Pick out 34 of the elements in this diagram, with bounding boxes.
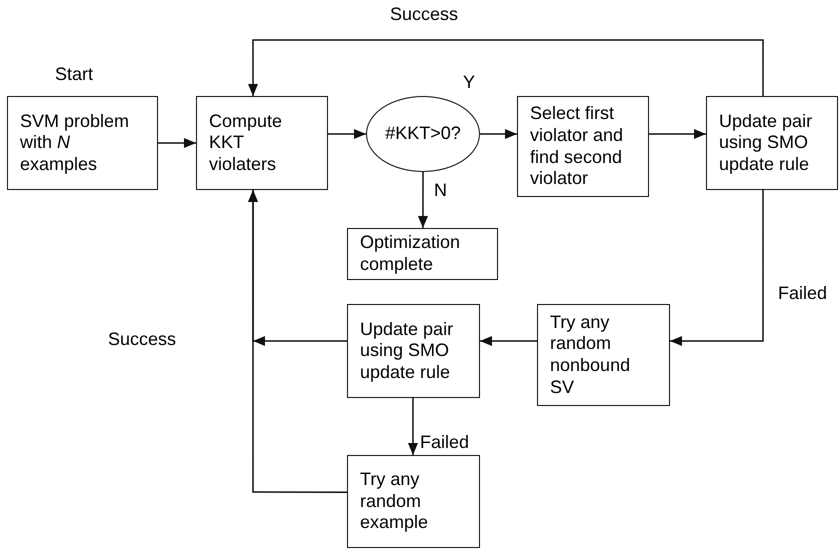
arrow (328, 129, 366, 139)
node-text: Update pair using SMO update rule (719, 110, 814, 176)
node-text: Try any random nonbound SV (550, 312, 632, 398)
process-box (517, 96, 649, 197)
arrow (480, 336, 537, 346)
node-text: Try any random example (360, 469, 430, 534)
process-box (347, 455, 480, 548)
edge-label: Success (108, 329, 176, 351)
edge-label: Y (463, 72, 476, 94)
process-box (706, 96, 838, 190)
arrow (158, 138, 196, 148)
process-box (537, 304, 670, 406)
node-text: Update pair using SMO update rule (360, 318, 454, 384)
arrow (418, 172, 428, 228)
edge-label: N (434, 180, 447, 202)
arrow (408, 398, 418, 455)
edge-label: Failed (420, 432, 470, 454)
start-label: Start (55, 64, 94, 86)
node-text: Compute KKT violaters (209, 110, 284, 176)
node-text: Optimization complete (360, 232, 462, 276)
process-box (7, 96, 158, 190)
node-text: #KKT>0? (385, 123, 461, 145)
arrow (670, 190, 764, 346)
arrow (480, 128, 517, 139)
process-box (196, 96, 328, 190)
arrow (649, 128, 706, 139)
process-box (347, 228, 498, 280)
arrow (248, 39, 764, 96)
node-text: SVM problem with N examples (20, 110, 130, 176)
arrow (248, 190, 347, 493)
edge-label: Success (390, 4, 458, 26)
node-text: Select first violator and find second violator (530, 103, 624, 190)
process-box (347, 304, 480, 398)
edge-label: Failed (778, 283, 828, 305)
